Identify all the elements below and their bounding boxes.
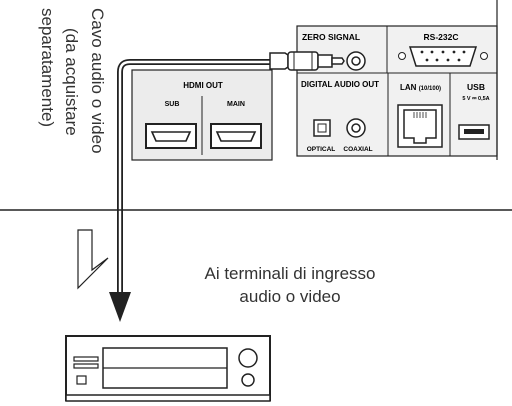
digital-audio-out-label: DIGITAL AUDIO OUT [301, 80, 379, 89]
destination-label-line2: audio o video [239, 287, 340, 306]
audio-video-cable [109, 51, 345, 322]
receiver-power-button [76, 375, 87, 385]
rca-plug-body [287, 51, 319, 71]
player-rear-panel [131, 0, 498, 161]
receiver-knob [238, 348, 258, 368]
cable-label-line2: (da acquistare [62, 28, 81, 136]
cable-label: Cavo audio o video (da acquistare separa… [38, 8, 107, 154]
receiver-base [65, 394, 271, 402]
hdmi-sub-label: SUB [165, 101, 180, 108]
zero-signal-jack-core [351, 56, 361, 66]
rca-plug-tip [331, 57, 345, 65]
hdmi-port-sub-slot [150, 131, 192, 142]
rs232c-screw [480, 52, 488, 60]
hdmi-port-main-slot [215, 131, 257, 142]
usb-label: USB [467, 82, 485, 92]
cable-line-highlight [118, 60, 270, 300]
hdmi-out-label: HDMI OUT [183, 81, 223, 90]
hdmi-main-label: MAIN [227, 101, 245, 108]
rs232c-label: RS-232C [424, 32, 459, 42]
receiver-slot [73, 363, 99, 369]
lan-label: LAN (10/100) [400, 83, 441, 92]
rs232c-screw [398, 52, 406, 60]
usb-port-tongue [464, 129, 484, 134]
rca-plug-boot [269, 52, 289, 70]
direction-arrow-icon [77, 229, 109, 290]
receiver-slot [73, 356, 99, 362]
cable-label-line3: separatamente) [38, 8, 57, 127]
cable-arrow-head [109, 292, 131, 322]
optical-port-inner [317, 123, 327, 133]
usb-rating-label: 5 V ⎓ 0,5A [462, 96, 489, 102]
rs232c-connector [408, 46, 478, 67]
zero-signal-label: ZERO SIGNAL [302, 32, 360, 42]
av-receiver [65, 335, 271, 402]
cable-label-line1: Cavo audio o video [88, 8, 107, 154]
coaxial-label: COAXIAL [343, 146, 372, 153]
optical-port [313, 119, 331, 137]
optical-label: OPTICAL [307, 146, 336, 153]
lan-port-pins [413, 112, 427, 118]
destination-label-line1: Ai terminali di ingresso [204, 264, 375, 283]
lan-port-socket [403, 109, 437, 144]
rs232c-pins [420, 50, 466, 62]
receiver-knob [241, 373, 255, 387]
rca-plug-collar [317, 54, 333, 68]
coaxial-jack-core [351, 123, 361, 133]
